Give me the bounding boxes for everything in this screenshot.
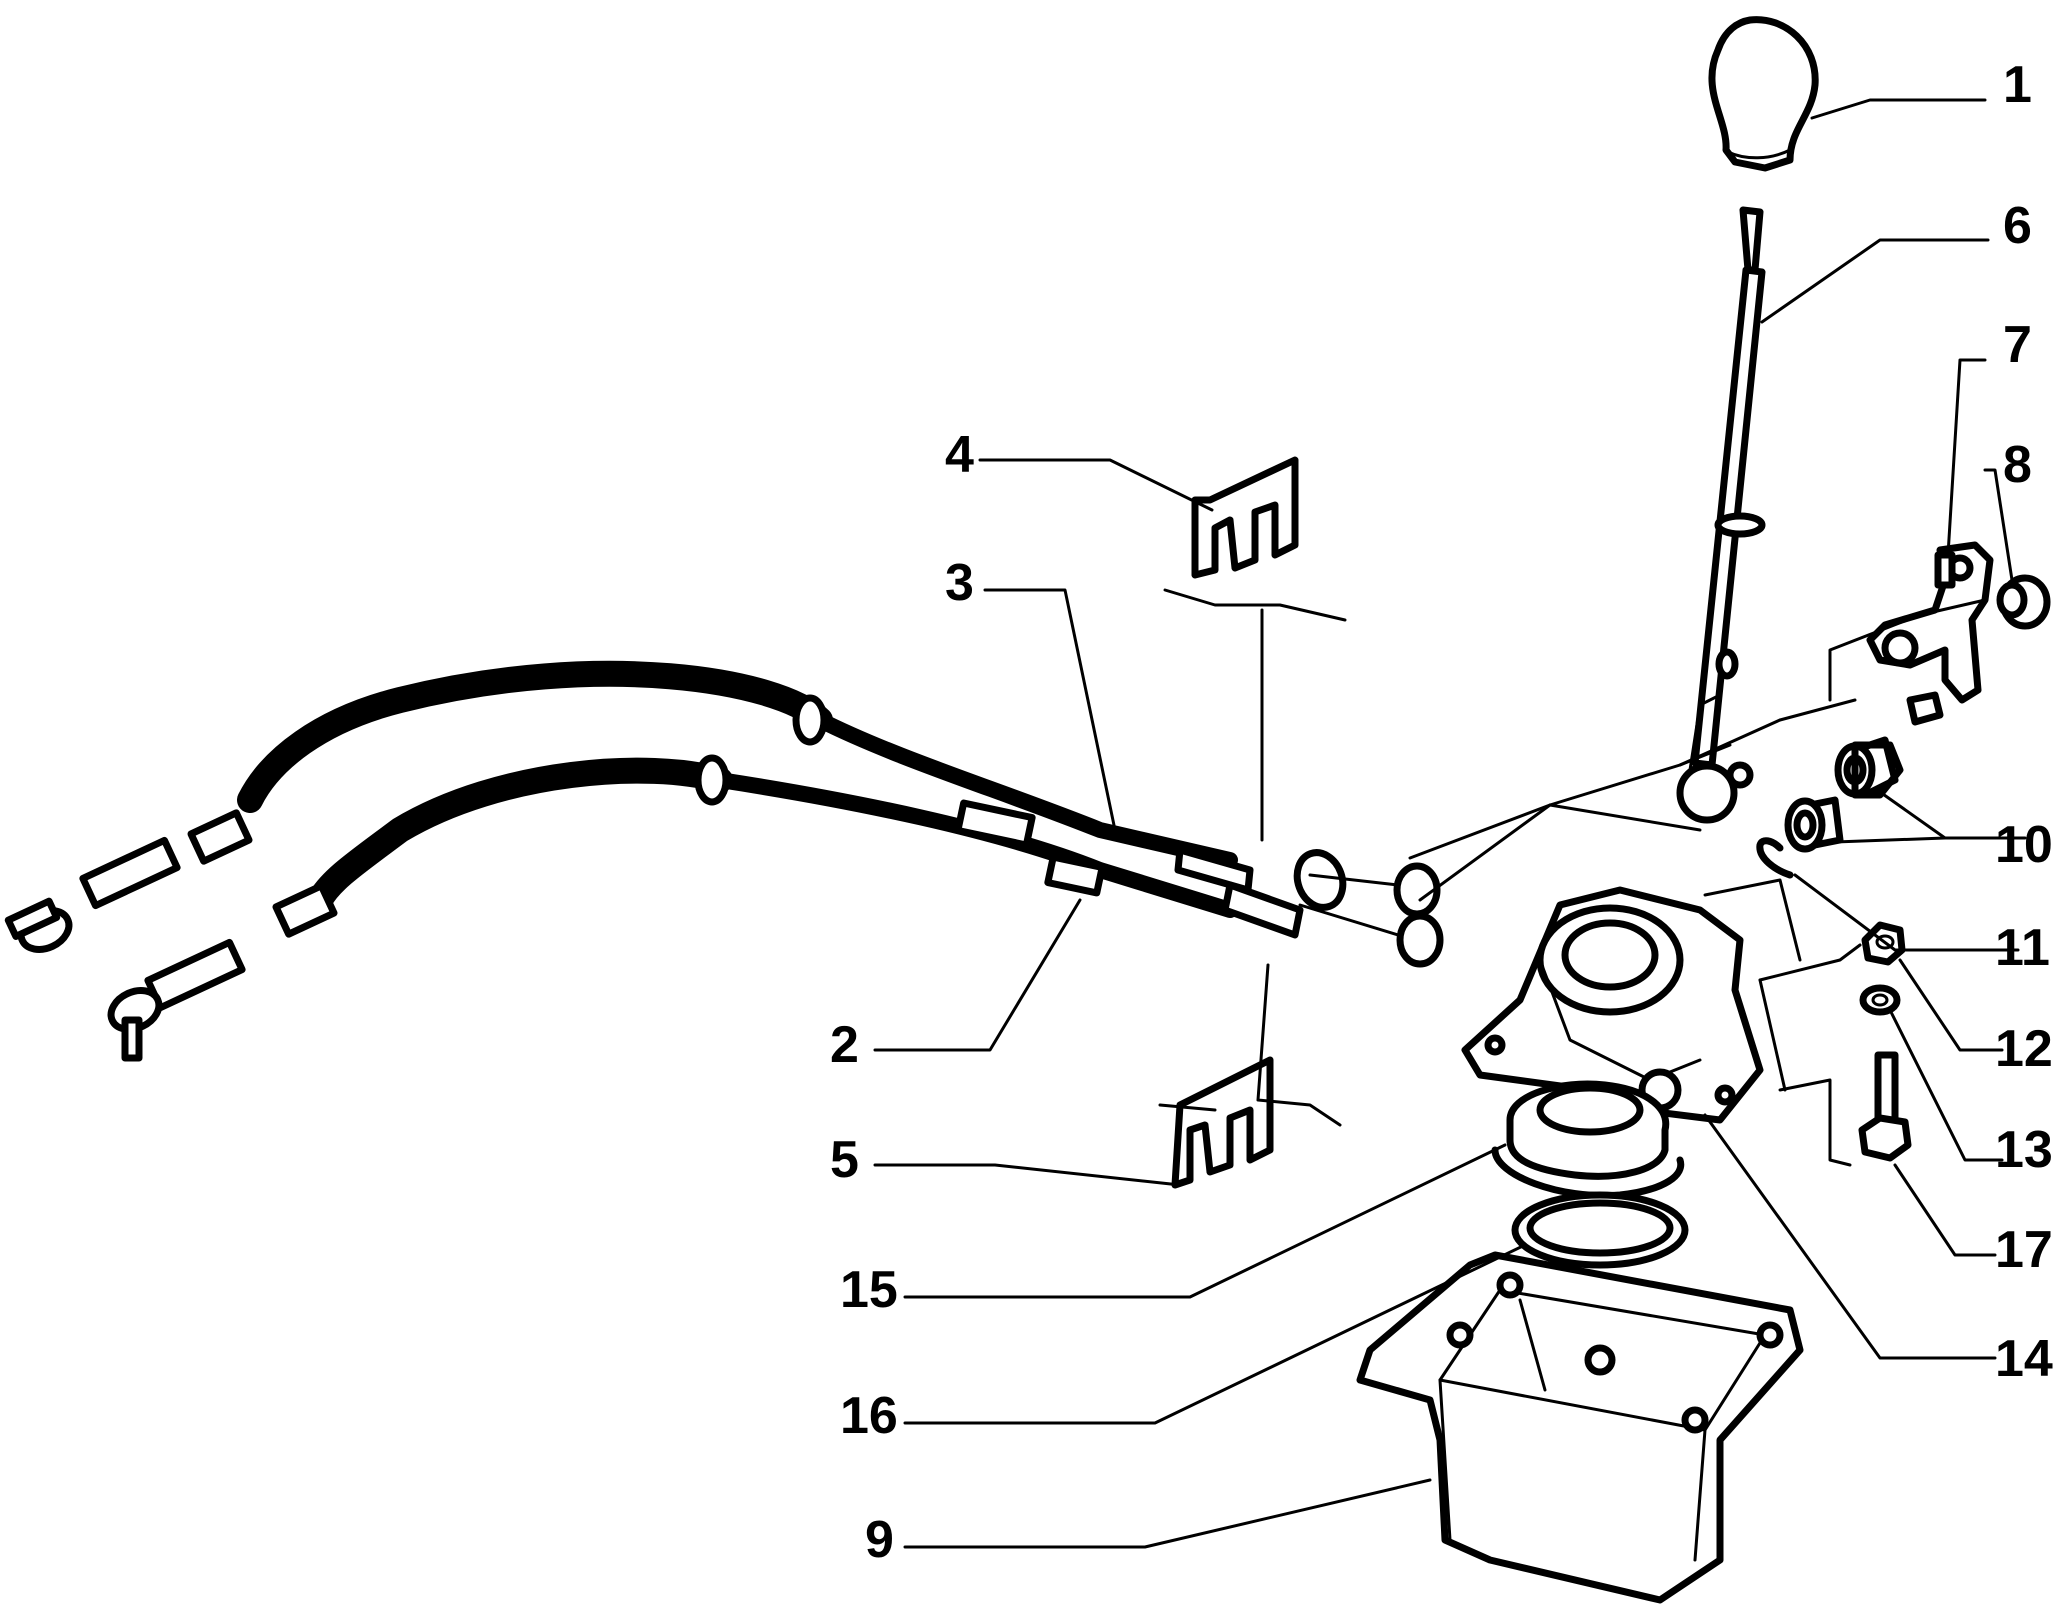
shift-housing xyxy=(1461,886,1764,1124)
retaining-clip-upper xyxy=(1191,456,1299,579)
callout-13: 13 xyxy=(1995,1121,2053,1179)
callout-4: 4 xyxy=(945,426,974,484)
circlip xyxy=(1756,837,1794,879)
callout-17: 17 xyxy=(1995,1221,2053,1279)
gear-knob xyxy=(1708,16,1819,172)
callout-7: 7 xyxy=(2003,316,2032,374)
washer xyxy=(1859,984,1901,1016)
retaining-clip-lower xyxy=(1171,1056,1274,1189)
callout-8: 8 xyxy=(2003,436,2032,494)
gearshift-casing xyxy=(1356,1251,1804,1604)
callout-12: 12 xyxy=(1995,1020,2053,1078)
callout-14: 14 xyxy=(1995,1330,2053,1388)
callout-labels: 1 6 7 8 10 11 12 13 17 14 4 3 2 5 15 16 … xyxy=(830,56,2053,1569)
callout-1: 1 xyxy=(2003,56,2032,114)
boot-seal xyxy=(1491,1080,1685,1200)
callout-11: 11 xyxy=(1995,919,2050,977)
callout-15: 15 xyxy=(840,1261,898,1319)
bushing xyxy=(1996,574,2051,630)
gear-lever xyxy=(1676,206,1766,824)
callout-5: 5 xyxy=(830,1131,859,1189)
callout-9: 9 xyxy=(865,1511,894,1569)
bushings xyxy=(1784,736,1904,853)
callout-3: 3 xyxy=(945,554,974,612)
callout-10: 10 xyxy=(1995,816,2053,874)
callout-6: 6 xyxy=(2003,197,2032,255)
o-ring xyxy=(1511,1191,1689,1269)
callout-2: 2 xyxy=(830,1016,859,1074)
leader-lines xyxy=(873,98,2027,1549)
callout-16: 16 xyxy=(840,1387,898,1445)
gear-cables xyxy=(4,660,1444,1062)
assembly-guide-lines xyxy=(1158,588,1987,1167)
selector-lever xyxy=(1866,541,1994,726)
bolt xyxy=(1858,1051,1912,1162)
